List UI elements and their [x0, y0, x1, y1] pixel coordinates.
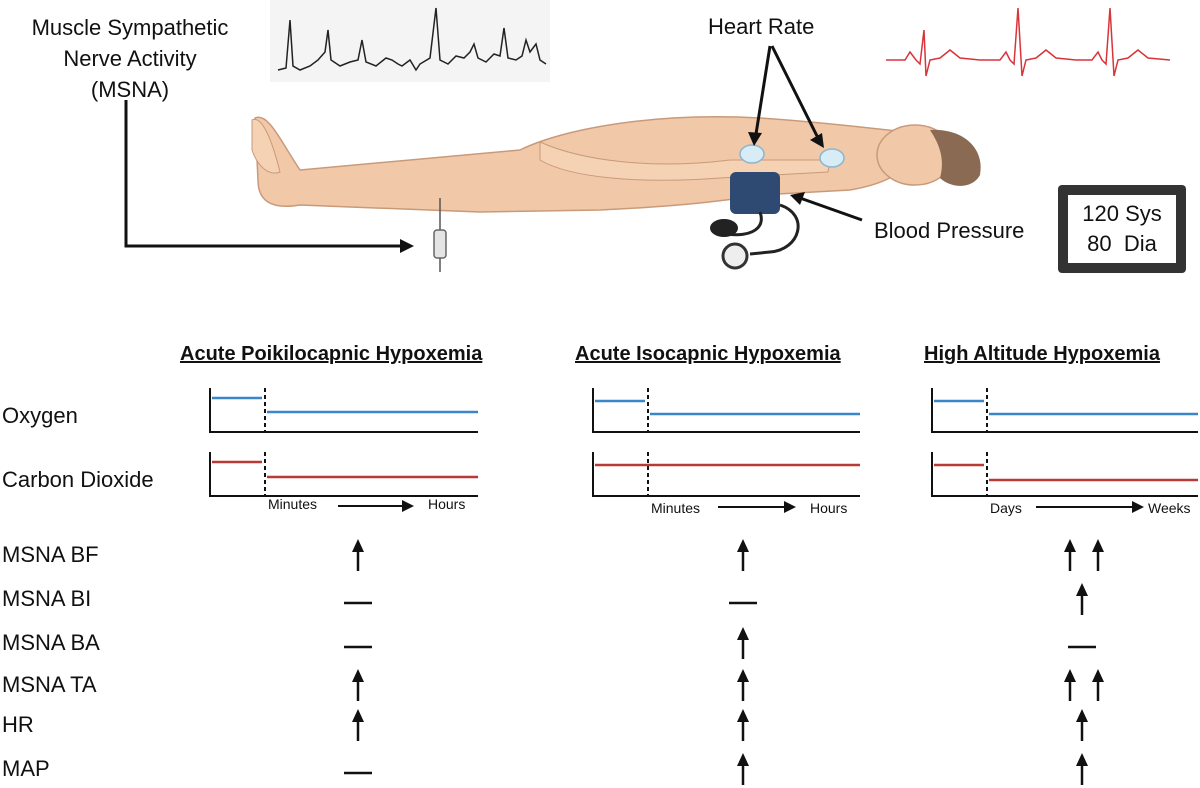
row-label-msna-bf: MSNA BF: [2, 542, 99, 567]
outcome-hr-col3-increase-icon: [1076, 709, 1088, 741]
outcome-hr-col2-increase-icon: [737, 709, 749, 741]
msna-label-line-1: Muscle Sympathetic: [31, 15, 229, 40]
blood-pressure-cuff: [710, 172, 800, 270]
outcome-msna-bf-col1-increase-icon: [352, 539, 364, 571]
msna-label-line-2: Nerve Activity: [63, 46, 197, 71]
blood-pressure-arrow: [790, 192, 863, 222]
blood-pressure-label: Blood Pressure: [874, 218, 1025, 243]
time-end-poikilocapnic: Hours: [428, 496, 466, 512]
outcome-map-col3-increase-icon: [1076, 753, 1088, 785]
time-arrow-poikilocapnic: [338, 500, 414, 512]
heart-rate-arrows: [748, 45, 824, 148]
ecg-electrodes: [739, 144, 845, 168]
microneurography-electrode: [433, 198, 447, 272]
row-label-msna-ba: MSNA BA: [2, 630, 100, 655]
co2-plot-high-altitude: [931, 452, 1198, 497]
bp-diastolic: 80 Dia: [1087, 231, 1157, 256]
co2-plot-poikilocapnic: [209, 452, 478, 497]
outcome-msna-bf-col2-increase-icon: [737, 539, 749, 571]
outcome-msna-ta-col2-increase-icon: [737, 669, 749, 701]
outcome-msna-ta-col1-increase-icon: [352, 669, 364, 701]
oxygen-plot-poikilocapnic: [209, 388, 478, 433]
heading-acute-isocapnic: Acute Isocapnic Hypoxemia: [575, 343, 841, 365]
outcome-msna-bf-col3-increase-icon-1: [1064, 539, 1076, 571]
heading-high-altitude: High Altitude Hypoxemia: [924, 343, 1160, 365]
row-label-oxygen: Oxygen: [2, 403, 78, 428]
bp-monitor: 120 Sys 80 Dia: [1058, 185, 1186, 273]
row-label-hr: HR: [2, 712, 34, 737]
bp-monitor-screen: 120 Sys 80 Dia: [1068, 195, 1176, 263]
time-start-poikilocapnic: Minutes: [268, 496, 318, 512]
outcome-msna-ta-col3-increase-icon-1: [1064, 669, 1076, 701]
co2-plot-isocapnic: [592, 452, 860, 497]
time-end-isocapnic: Hours: [810, 500, 848, 516]
outcome-hr-col1-increase-icon: [352, 709, 364, 741]
heart-rate-label: Heart Rate: [708, 14, 815, 39]
outcome-map-col2-increase-icon: [737, 753, 749, 785]
msna-label-line-3: (MSNA): [90, 77, 170, 102]
ecg-trace: [886, 7, 1171, 77]
oxygen-plot-high-altitude: [931, 388, 1198, 433]
time-arrow-high-altitude: [1036, 501, 1144, 513]
time-end-high-altitude: Weeks: [1148, 500, 1191, 516]
row-label-map: MAP: [2, 756, 50, 781]
row-label-msna-bi: MSNA BI: [2, 586, 92, 611]
msna-trace: [270, 0, 550, 82]
time-start-high-altitude: Days: [990, 500, 1022, 516]
msna-label: Muscle Sympathetic Nerve Activity (MSNA): [14, 12, 246, 105]
outcome-msna-bi-col3-increase-icon: [1076, 583, 1088, 615]
row-label-carbon-dioxide: Carbon Dioxide: [2, 467, 154, 492]
heading-acute-poikilocapnic: Acute Poikilocapnic Hypoxemia: [180, 343, 483, 365]
row-label-msna-ta: MSNA TA: [2, 672, 97, 697]
outcome-msna-ba-col2-increase-icon: [737, 627, 749, 659]
bp-systolic: 120 Sys: [1082, 201, 1162, 226]
msna-arrow: [124, 100, 414, 253]
outcome-msna-bf-col3-increase-icon-2: [1092, 539, 1104, 571]
time-arrow-isocapnic: [718, 501, 796, 513]
outcome-msna-ta-col3-increase-icon-2: [1092, 669, 1104, 701]
time-start-isocapnic: Minutes: [651, 500, 701, 516]
oxygen-plot-isocapnic: [592, 388, 860, 433]
